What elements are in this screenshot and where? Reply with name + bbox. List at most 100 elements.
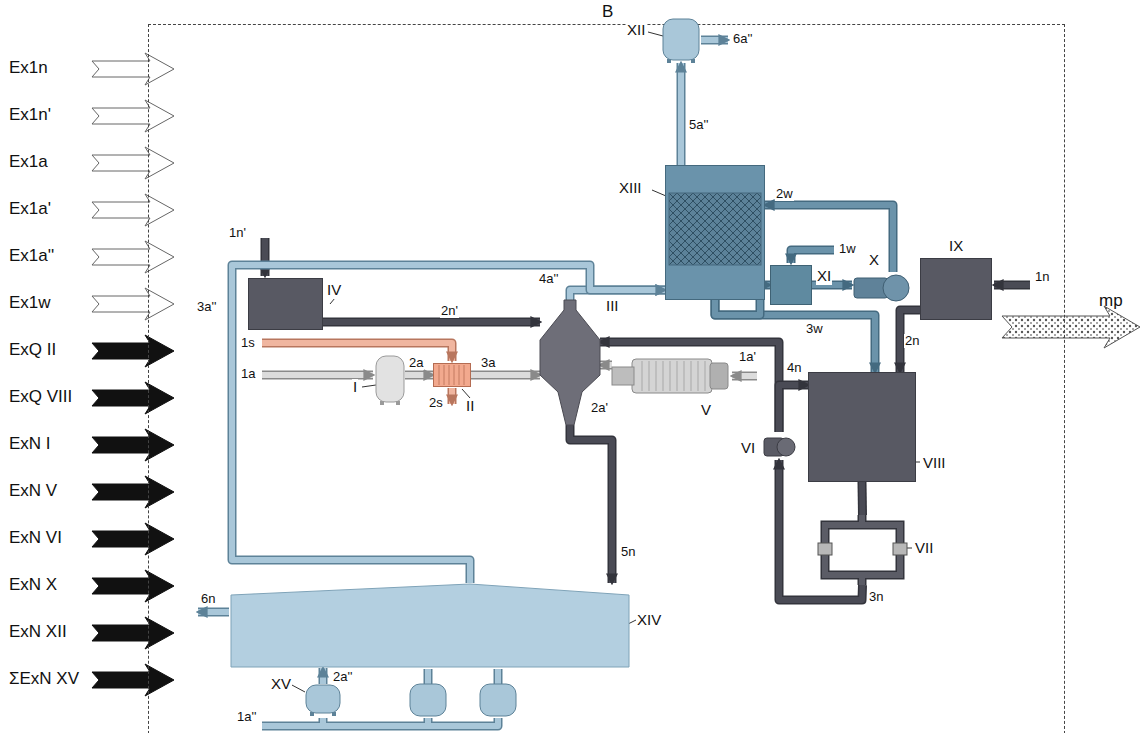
exergy-label: ExQ II [8, 341, 57, 360]
component-number: II [465, 398, 475, 415]
graphic-part [459, 365, 460, 385]
graphic-part [825, 515, 900, 585]
stream-label: 2a [408, 356, 424, 370]
pipe-outline [765, 205, 893, 272]
exergy-label: Ex1a'' [8, 247, 55, 266]
air-storage-tank-shape [230, 583, 630, 668]
water-cooler: XI [770, 265, 812, 305]
pipe-fill [678, 63, 684, 165]
component-number: IV [326, 282, 342, 299]
pipe-outline [677, 63, 686, 165]
graphic-part [396, 401, 400, 405]
pipe-fill [471, 372, 540, 378]
pipe-outline [319, 668, 328, 684]
pipe-outline [779, 385, 808, 432]
graphic-part [464, 365, 465, 385]
exergy-label: Ex1a' [8, 200, 52, 219]
pipe-connector [765, 205, 893, 272]
stream-label: 1a' [738, 350, 757, 364]
pipe-outline [471, 371, 540, 380]
graphic-part [434, 364, 471, 387]
graphic-part [376, 356, 404, 402]
graphic-part [262, 372, 373, 378]
exhaust-filter: XII [662, 18, 700, 63]
feed-pump-shape [762, 432, 796, 460]
exergy-arrow [92, 335, 174, 367]
component-number: XIII [618, 180, 643, 197]
pipe-fill [232, 265, 665, 583]
pipe-outline [858, 482, 868, 515]
graphic-part [791, 250, 834, 263]
graphic-part [691, 59, 695, 63]
graphic-part [462, 389, 470, 398]
exergy-arrow [92, 147, 174, 179]
graphic-part [666, 166, 765, 300]
stream-label: 1w [838, 242, 857, 256]
component-number: XIV [636, 612, 662, 629]
stream-label: 2w [775, 187, 794, 201]
stream-label: 2a'' [332, 670, 353, 684]
graphic-part [642, 361, 643, 391]
heat-exchanger: II [433, 363, 471, 387]
filter-loop-shape [815, 515, 910, 585]
pipe-connector [812, 285, 852, 286]
feed-pump: VI [762, 432, 796, 460]
graphic-part [649, 361, 650, 391]
component-number: XII [626, 22, 646, 39]
boundary-label: B [601, 3, 614, 22]
stream-label: 1a'' [236, 710, 257, 724]
stream-label: 4a'' [538, 272, 559, 286]
stream-label: 4n [786, 361, 802, 375]
exergy-label: Ex1n' [8, 106, 52, 125]
pipe-fill [779, 385, 808, 432]
exergy-label: Ex1n [8, 59, 49, 78]
scrubber-column-shape [665, 165, 765, 300]
stream-label: 5n [620, 545, 636, 559]
graphic-part [262, 718, 498, 726]
component-number: I [352, 379, 358, 396]
pipe-fill [600, 342, 779, 432]
stream-label: 3a'' [196, 300, 217, 314]
graphic-part [648, 32, 663, 36]
stream-label: 1n [1034, 270, 1050, 284]
graphic-part [691, 361, 692, 391]
graphic-part [198, 608, 229, 617]
exergy-label: ΣExN XV [8, 670, 80, 689]
graphic-part [380, 401, 384, 405]
pipe-connector [471, 375, 540, 376]
water-pump-shape [852, 272, 912, 304]
graphic-part [362, 385, 376, 387]
system-boundary: BIIIIIIIVVVIVIIVIIIIXXXIXIIXIIIXIVXV [148, 24, 1065, 733]
graphic-part [710, 363, 728, 389]
pipe-connector [600, 365, 612, 366]
component-number: V [700, 402, 712, 419]
filter-loop: VII [815, 515, 910, 585]
pipe-outline [900, 310, 920, 372]
component-number: IX [948, 238, 964, 255]
pipe-connector [405, 375, 433, 376]
pipe-fill [859, 482, 866, 515]
product-tank: IX [920, 258, 992, 320]
exergy-label: Ex1a [8, 153, 49, 172]
air-receiver: I [375, 355, 405, 405]
graphic-part [652, 190, 666, 196]
graphic-part [677, 361, 678, 391]
exergy-label: ExN X [8, 576, 58, 595]
graphic-part [670, 361, 671, 391]
exergy-arrow [92, 100, 174, 132]
exergy-label: ExN I [8, 435, 52, 454]
graphic-part [306, 685, 340, 713]
pipe-outline [570, 425, 612, 583]
graphic-part [669, 193, 761, 265]
stream-label: 5a'' [688, 118, 709, 132]
graphic-part [732, 372, 757, 381]
stream-label: 1s [240, 336, 256, 350]
pipe-fill [570, 425, 612, 583]
water-cooler-shape [770, 265, 812, 305]
graphic-part [818, 543, 832, 555]
pipe-fill [765, 205, 893, 272]
exhaust-filter-shape [662, 18, 700, 63]
graphic-part [994, 282, 1030, 288]
